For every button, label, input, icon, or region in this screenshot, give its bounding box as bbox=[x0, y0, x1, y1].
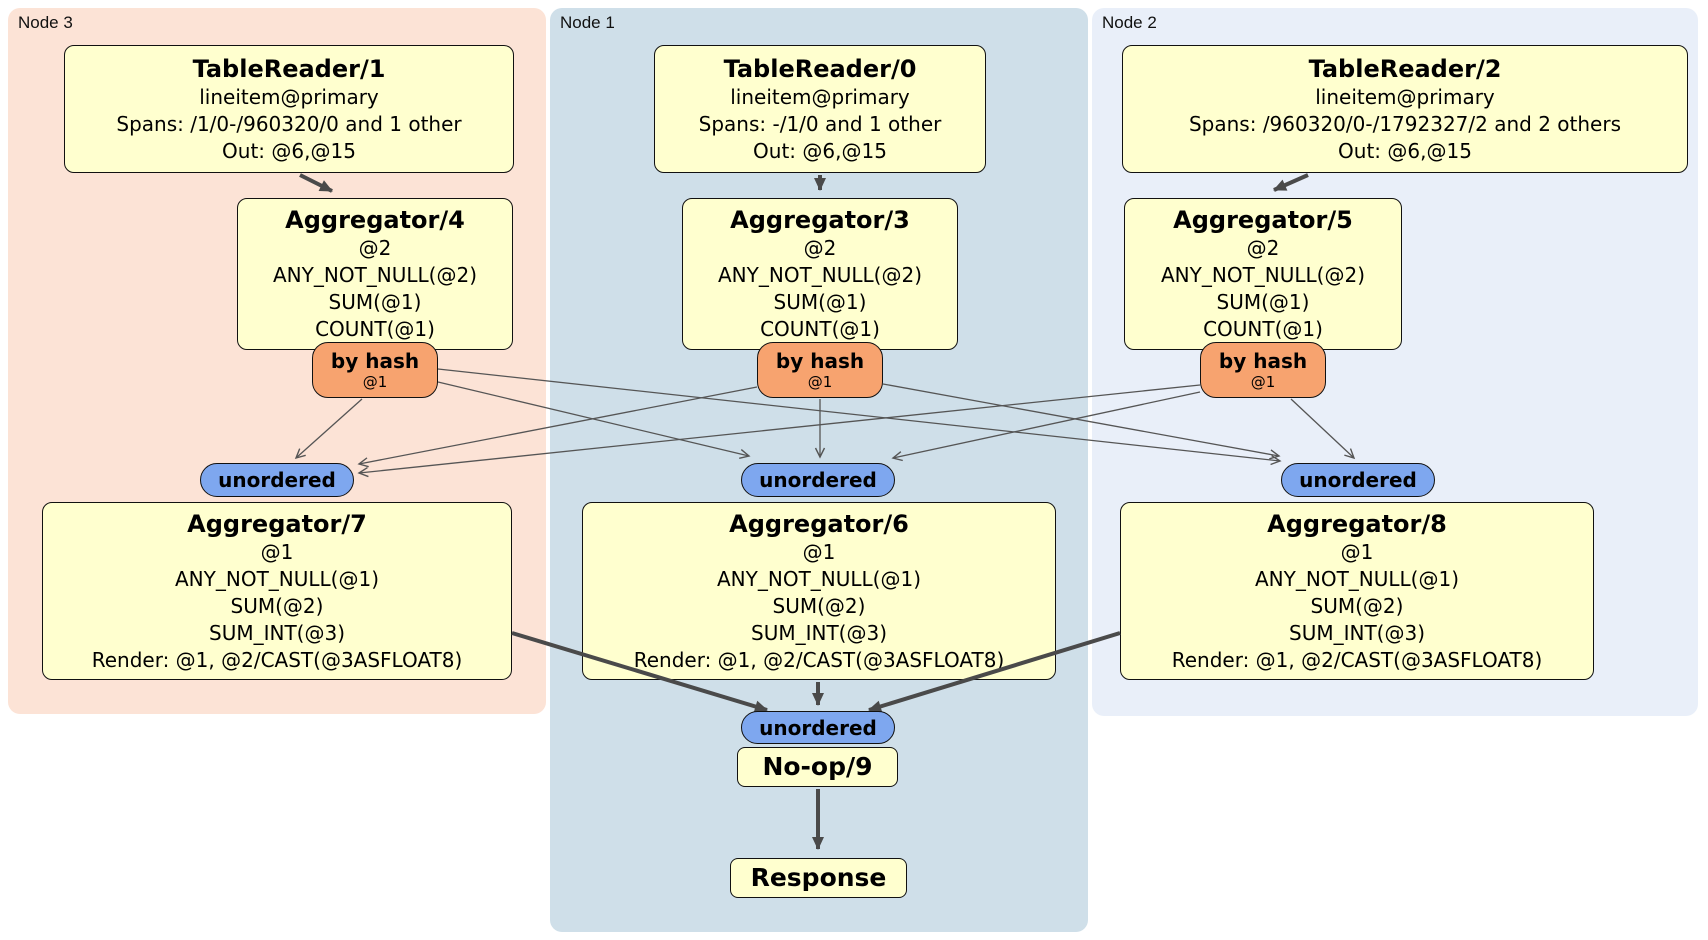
processor-title: Response bbox=[750, 863, 887, 892]
router-key: @1 bbox=[807, 373, 833, 391]
processor-title: Aggregator/8 bbox=[1267, 509, 1447, 538]
sync-unordered-aggregator8: unordered bbox=[1281, 463, 1435, 497]
router-key: @1 bbox=[362, 373, 388, 391]
processor-aggregator-3: Aggregator/3 @2 ANY_NOT_NULL(@2) SUM(@1)… bbox=[682, 198, 958, 350]
processor-line: COUNT(@1) bbox=[1203, 317, 1323, 341]
processor-line: ANY_NOT_NULL(@2) bbox=[273, 263, 477, 287]
processor-line: @1 bbox=[1340, 539, 1374, 564]
processor-title: Aggregator/6 bbox=[729, 509, 909, 538]
node-region-3-label: Node 3 bbox=[18, 13, 73, 32]
processor-line: @1 bbox=[260, 539, 294, 564]
router-label: by hash bbox=[1218, 349, 1308, 373]
router-by-hash-5: by hash @1 bbox=[1200, 342, 1326, 398]
sync-label: unordered bbox=[759, 715, 877, 740]
processor-aggregator-6: Aggregator/6 @1 ANY_NOT_NULL(@1) SUM(@2)… bbox=[582, 502, 1056, 680]
processor-title: TableReader/1 bbox=[192, 54, 386, 83]
processor-line: Out: @6,@15 bbox=[1338, 138, 1472, 163]
processor-line: SUM(@2) bbox=[772, 593, 866, 618]
processor-line: ANY_NOT_NULL(@2) bbox=[718, 263, 922, 287]
processor-noop-9: No-op/9 bbox=[737, 747, 898, 787]
sync-unordered-aggregator6: unordered bbox=[741, 463, 895, 497]
processor-title: No-op/9 bbox=[762, 752, 873, 781]
processor-line: SUM(@2) bbox=[1310, 593, 1404, 618]
processor-tablereader-0: TableReader/0 lineitem@primary Spans: -/… bbox=[654, 45, 986, 173]
processor-line: Render: @1, @2/CAST(@3ASFLOAT8) bbox=[633, 647, 1005, 672]
processor-line: COUNT(@1) bbox=[315, 317, 435, 341]
node-region-2-label: Node 2 bbox=[1102, 13, 1157, 32]
processor-line: Spans: /960320/0-/1792327/2 and 2 others bbox=[1188, 111, 1621, 136]
sync-unordered-aggregator7: unordered bbox=[200, 463, 354, 497]
processor-line: Out: @6,@15 bbox=[222, 138, 356, 163]
processor-line: ANY_NOT_NULL(@1) bbox=[1255, 566, 1459, 591]
processor-tablereader-2: TableReader/2 lineitem@primary Spans: /9… bbox=[1122, 45, 1688, 173]
processor-line: ANY_NOT_NULL(@2) bbox=[1161, 263, 1365, 287]
processor-line: SUM(@1) bbox=[773, 290, 867, 314]
processor-line: SUM_INT(@3) bbox=[751, 620, 887, 645]
processor-title: Aggregator/4 bbox=[285, 206, 465, 234]
processor-line: lineitem@primary bbox=[199, 84, 379, 109]
processor-aggregator-5: Aggregator/5 @2 ANY_NOT_NULL(@2) SUM(@1)… bbox=[1124, 198, 1402, 350]
processor-response: Response bbox=[730, 858, 907, 898]
sync-label: unordered bbox=[1299, 468, 1417, 492]
router-label: by hash bbox=[775, 349, 865, 373]
processor-line: ANY_NOT_NULL(@1) bbox=[175, 566, 379, 591]
sync-label: unordered bbox=[759, 468, 877, 492]
processor-title: TableReader/2 bbox=[1308, 54, 1502, 83]
processor-title: TableReader/0 bbox=[723, 54, 917, 83]
processor-line: lineitem@primary bbox=[730, 84, 910, 109]
processor-line: @2 bbox=[803, 236, 837, 260]
processor-line: lineitem@primary bbox=[1315, 84, 1495, 109]
processor-line: COUNT(@1) bbox=[760, 317, 880, 341]
processor-title: Aggregator/3 bbox=[730, 206, 910, 234]
sync-unordered-noop9: unordered bbox=[741, 711, 895, 744]
router-key: @1 bbox=[1250, 373, 1276, 391]
sync-label: unordered bbox=[218, 468, 336, 492]
processor-line: Spans: -/1/0 and 1 other bbox=[698, 111, 942, 136]
processor-line: @2 bbox=[358, 236, 392, 260]
processor-line: Spans: /1/0-/960320/0 and 1 other bbox=[116, 111, 462, 136]
processor-line: Render: @1, @2/CAST(@3ASFLOAT8) bbox=[91, 647, 463, 672]
processor-aggregator-7: Aggregator/7 @1 ANY_NOT_NULL(@1) SUM(@2)… bbox=[42, 502, 512, 680]
processor-line: Out: @6,@15 bbox=[753, 138, 887, 163]
processor-line: SUM_INT(@3) bbox=[209, 620, 345, 645]
node-region-1-label: Node 1 bbox=[560, 13, 615, 32]
router-by-hash-3: by hash @1 bbox=[757, 342, 883, 398]
processor-title: Aggregator/5 bbox=[1173, 206, 1353, 234]
processor-aggregator-8: Aggregator/8 @1 ANY_NOT_NULL(@1) SUM(@2)… bbox=[1120, 502, 1594, 680]
processor-line: @2 bbox=[1246, 236, 1280, 260]
processor-line: SUM(@1) bbox=[1216, 290, 1310, 314]
router-label: by hash bbox=[330, 349, 420, 373]
processor-line: SUM(@1) bbox=[328, 290, 422, 314]
processor-tablereader-1: TableReader/1 lineitem@primary Spans: /1… bbox=[64, 45, 514, 173]
processor-title: Aggregator/7 bbox=[187, 509, 367, 538]
processor-line: SUM(@2) bbox=[230, 593, 324, 618]
processor-line: @1 bbox=[802, 539, 836, 564]
processor-aggregator-4: Aggregator/4 @2 ANY_NOT_NULL(@2) SUM(@1)… bbox=[237, 198, 513, 350]
router-by-hash-4: by hash @1 bbox=[312, 342, 438, 398]
processor-line: Render: @1, @2/CAST(@3ASFLOAT8) bbox=[1171, 647, 1543, 672]
processor-line: ANY_NOT_NULL(@1) bbox=[717, 566, 921, 591]
processor-line: SUM_INT(@3) bbox=[1289, 620, 1425, 645]
